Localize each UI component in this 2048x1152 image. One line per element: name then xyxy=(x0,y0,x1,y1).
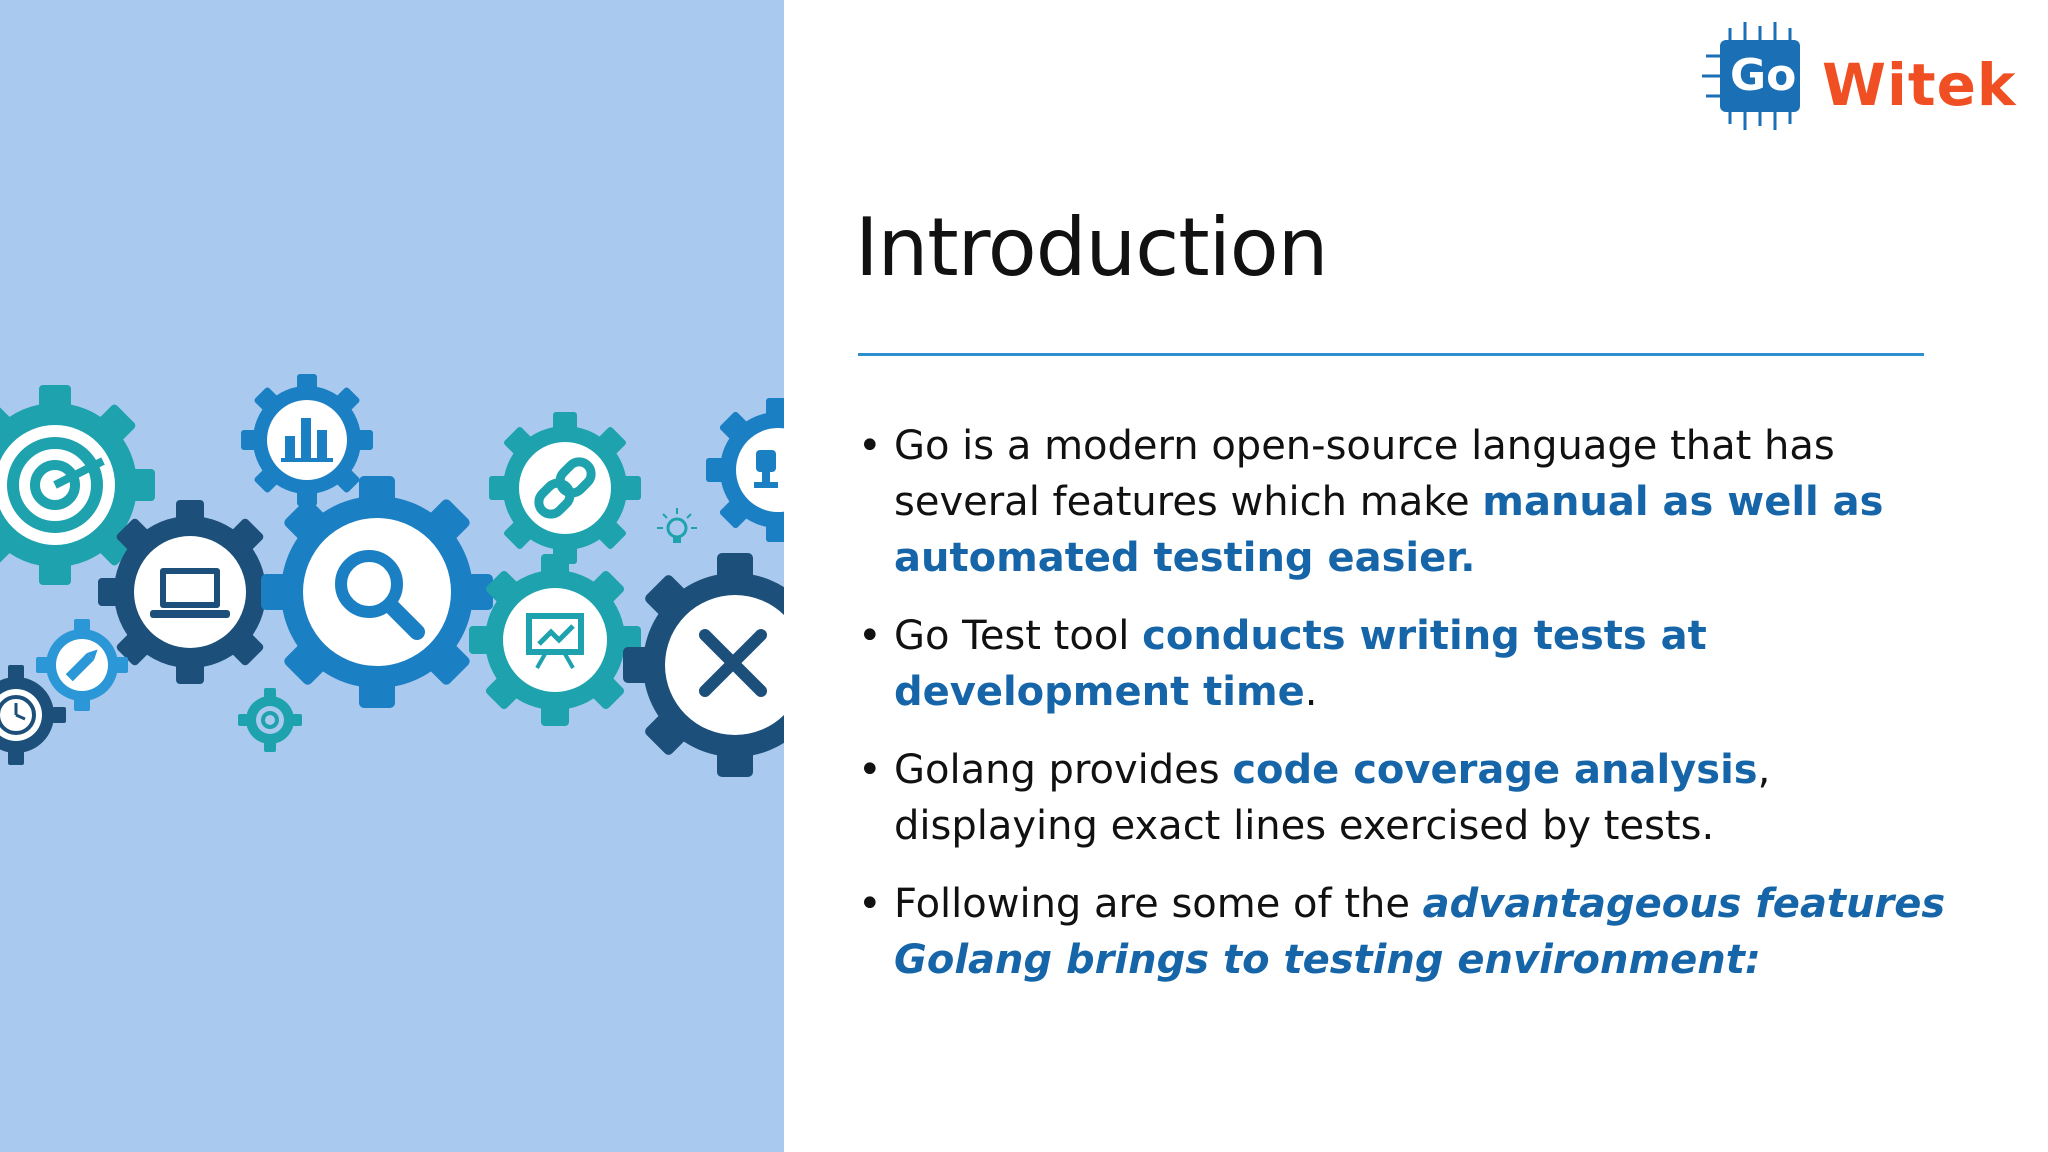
gears-illustration-panel xyxy=(0,0,784,1152)
bullet-highlight: conducts writing tests at development ti… xyxy=(894,613,1707,715)
bullet-item: • Following are some of the advantageous… xyxy=(858,876,1958,988)
bullet-marker: • xyxy=(858,423,882,469)
presentation-gear xyxy=(469,554,641,726)
bullet-marker: • xyxy=(858,881,882,927)
small-gear-icon xyxy=(238,688,302,752)
bar-chart-icon xyxy=(281,418,333,462)
bullet-text: Golang provides xyxy=(894,747,1233,793)
target-icon xyxy=(7,437,105,533)
link-gear xyxy=(489,412,641,564)
chip-logo-icon xyxy=(1702,22,1800,130)
lightbulb-icon xyxy=(657,508,697,543)
company-logo: Go Witek xyxy=(1700,16,2020,136)
pencil-gear xyxy=(36,619,128,711)
bullet-highlight-italic: advantageous features Golang brings to t… xyxy=(894,881,1946,983)
logo-mark-text: Go xyxy=(1730,50,1797,101)
logo-wordmark: Witek xyxy=(1822,51,2017,119)
bullet-item: • Go is a modern open-source language th… xyxy=(858,418,1958,586)
slide-title: Introduction xyxy=(855,201,1328,294)
clock-gear xyxy=(0,665,66,765)
bullet-text: Go Test tool xyxy=(894,613,1143,659)
bullet-item: • Golang provides code coverage analysis… xyxy=(858,742,1958,854)
magnifier-icon xyxy=(335,550,425,640)
presentation-chart-icon xyxy=(526,613,584,669)
bullet-text: . xyxy=(1304,669,1318,715)
bullet-list: • Go is a modern open-source language th… xyxy=(858,418,1958,1010)
bullet-highlight: manual as well as automated testing easi… xyxy=(894,479,1884,581)
bullet-highlight: code coverage analysis xyxy=(1232,747,1758,793)
gears-illustration xyxy=(0,374,784,777)
bullet-marker: • xyxy=(858,747,882,793)
bullet-item: • Go Test tool conducts writing tests at… xyxy=(858,608,1958,720)
title-underline xyxy=(858,353,1924,356)
magnifier-gear xyxy=(261,476,493,708)
trophy-icon xyxy=(754,450,778,488)
trophy-gear xyxy=(706,398,784,542)
bullet-marker: • xyxy=(858,613,882,659)
bullet-text: , displaying exact lines exercised by te… xyxy=(894,747,1771,849)
laptop-icon xyxy=(150,568,230,618)
laptop-gear xyxy=(98,500,282,684)
bullet-text: Following are some of the xyxy=(894,881,1423,927)
bar-chart-gear xyxy=(241,374,373,506)
link-icon xyxy=(534,457,596,519)
tools-gear xyxy=(623,553,784,777)
bullet-text: Go is a modern open-source language that… xyxy=(894,423,1835,525)
clock-icon xyxy=(0,695,36,735)
tools-icon xyxy=(699,629,767,697)
